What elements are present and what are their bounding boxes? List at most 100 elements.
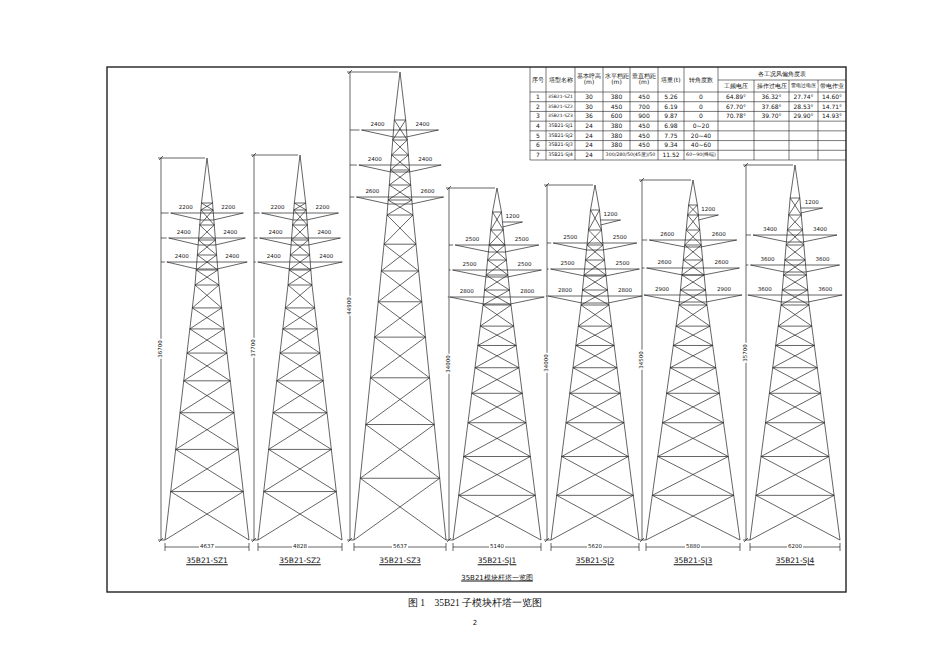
tower-2-line xyxy=(366,425,440,479)
tower-3-line xyxy=(483,290,509,305)
tower-6-line xyxy=(743,165,793,166)
dimension: 2600 xyxy=(657,260,673,266)
tower-0-line xyxy=(196,270,218,271)
tower-1-line xyxy=(291,240,308,241)
tower-6-line xyxy=(773,367,818,368)
tower-3-line xyxy=(489,252,505,253)
tower-4-line xyxy=(544,540,551,541)
tower-4-line xyxy=(587,245,605,260)
tower-5 xyxy=(639,178,742,551)
tower-3-line xyxy=(472,368,519,394)
tower-2-line xyxy=(389,185,410,186)
tower-5-line xyxy=(658,457,734,496)
tower-3-line xyxy=(485,275,508,290)
tower-6-line xyxy=(840,543,841,551)
table-grid-line xyxy=(630,67,631,150)
table-cell: 2 xyxy=(535,104,541,110)
tower-2-line xyxy=(388,185,411,200)
tower-2-line xyxy=(388,204,411,205)
tower-0-line xyxy=(190,328,224,329)
tower-0-line xyxy=(192,308,224,329)
table-cell: 带电作业 xyxy=(819,83,845,89)
tower-0-line xyxy=(190,308,222,329)
dimension: 2900 xyxy=(716,287,732,293)
tower-6-line xyxy=(756,457,829,496)
tower-3-line xyxy=(475,367,519,368)
dimension: 2400 xyxy=(367,157,383,163)
tower-5-line xyxy=(662,423,728,457)
tower-6-line xyxy=(786,245,805,260)
table-cell: 35B21-SZ3 xyxy=(547,114,574,119)
tower-2-line xyxy=(366,424,435,425)
tower-1-line xyxy=(285,308,317,329)
table-cell: 35B21-SJ4 xyxy=(547,153,574,158)
tower-1-line xyxy=(288,285,312,286)
tower-4-line xyxy=(581,305,612,326)
dimension: 2500 xyxy=(516,262,532,268)
tower-2-line xyxy=(381,244,416,271)
tower-4-line xyxy=(548,296,642,303)
tower-2-line xyxy=(389,170,409,185)
tower-2 xyxy=(347,70,446,551)
tower-4-line xyxy=(544,185,593,186)
table-grid-line xyxy=(603,67,604,160)
tower-3-line xyxy=(464,456,531,457)
tower-0-line xyxy=(165,543,166,551)
tower-5-line xyxy=(670,345,712,367)
table-cell: 450 xyxy=(610,104,623,110)
tower-1-line xyxy=(258,492,336,540)
table-cell: 9.34 xyxy=(663,142,678,148)
table-cell: 5 xyxy=(535,133,541,139)
tower-4-line xyxy=(566,422,624,423)
tower-4-line xyxy=(578,326,611,327)
table-cell: 35B21-SZ2 xyxy=(547,104,574,109)
tower-6-line xyxy=(784,260,806,275)
tower-4-line xyxy=(557,495,634,496)
tower-6-line xyxy=(789,215,803,230)
tower-4-line xyxy=(576,326,612,345)
tower-1-line xyxy=(280,353,320,354)
tower-2-line xyxy=(381,271,421,302)
table-grid-line xyxy=(530,121,846,122)
tower-6-line xyxy=(801,208,823,213)
tower-0-line xyxy=(187,353,227,354)
table-cell: 24 xyxy=(584,123,594,129)
tower-0-line xyxy=(158,540,165,541)
tower-2-line xyxy=(375,337,426,338)
tower-2-line xyxy=(359,165,441,172)
tower-4-line xyxy=(589,210,600,230)
tower-6-line xyxy=(773,345,815,367)
tower-0-line xyxy=(195,285,219,286)
table-cell: 36.32° xyxy=(760,94,782,100)
dimension: 2800 xyxy=(617,288,633,294)
tower-2-line xyxy=(446,543,447,551)
tower-5-line xyxy=(644,295,742,302)
table-cell: 27.74° xyxy=(792,94,814,100)
tower-1-line xyxy=(294,203,306,210)
tower-4-line xyxy=(551,543,552,551)
tower-5-line xyxy=(662,422,723,423)
tower-2-line xyxy=(387,215,413,216)
tower-0-line xyxy=(197,255,216,256)
table-cell: 序号 xyxy=(530,76,546,83)
tower-2-line xyxy=(391,172,409,173)
tower-0-line xyxy=(171,492,249,540)
tower-0-line xyxy=(195,270,218,285)
tower-1-line xyxy=(289,255,310,270)
tower-6-line xyxy=(750,543,751,551)
dimension: 2400 xyxy=(266,254,282,260)
tower-3-line xyxy=(472,393,526,422)
tower-5-line xyxy=(682,260,703,275)
table-cell: 水平档距(m) xyxy=(603,73,630,86)
tower-6-line xyxy=(781,305,812,326)
tower-0-line xyxy=(184,353,227,381)
table-cell: 5.26 xyxy=(663,94,678,100)
tower-0-line xyxy=(201,203,213,210)
tower-6-line xyxy=(769,393,824,422)
dimension: 2800 xyxy=(459,289,475,295)
frame-border xyxy=(107,67,846,592)
dimension: 2500 xyxy=(464,237,480,243)
tower-6-line xyxy=(787,215,801,230)
dimension: 2400 xyxy=(316,230,332,236)
tower-6-line xyxy=(787,230,803,245)
